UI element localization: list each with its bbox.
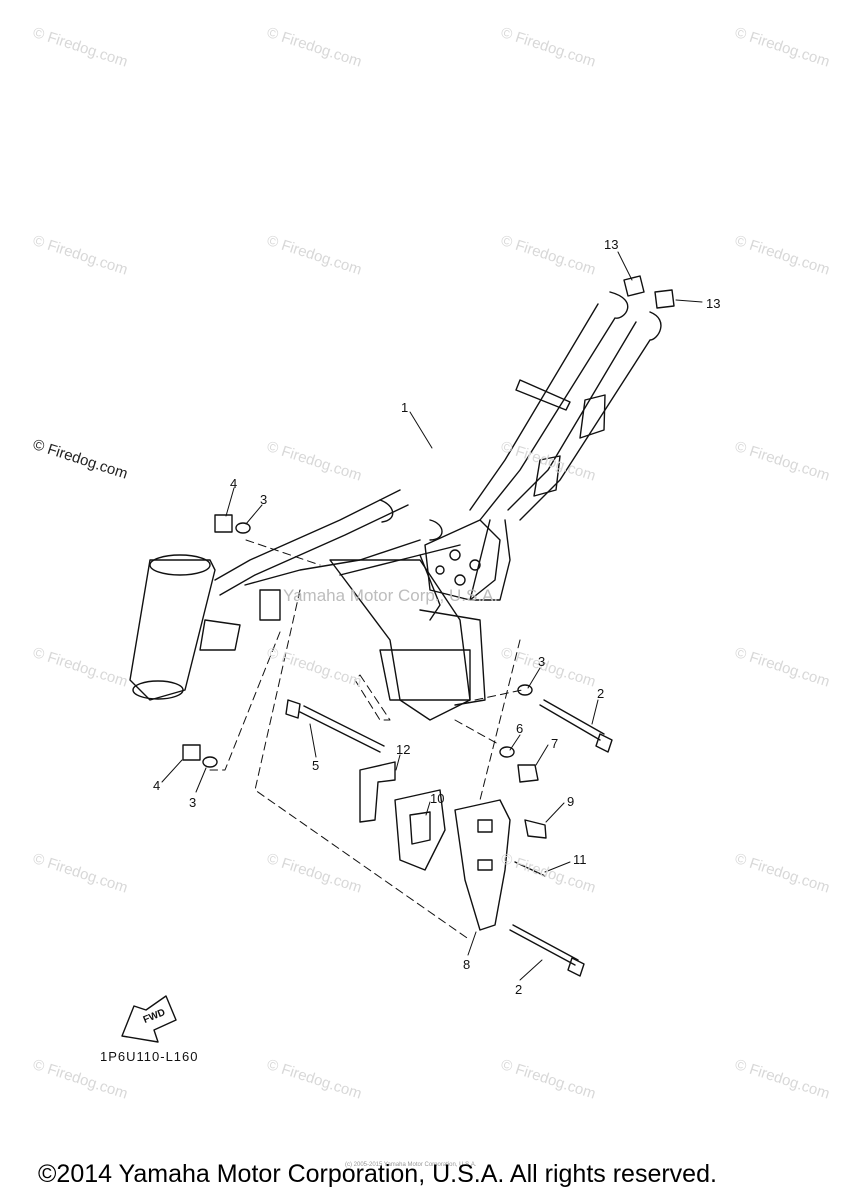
callout-13-top: 13 — [604, 237, 619, 252]
bracket-part-8 — [454, 799, 511, 931]
callout-7: 7 — [551, 736, 559, 751]
callout-11: 11 — [573, 852, 587, 867]
frame-cradle — [214, 489, 486, 721]
copyright-footer: ©2014 Yamaha Motor Corporation, U.S.A. A… — [38, 1160, 717, 1188]
engine-mount-plate — [424, 519, 501, 601]
tiny-footer-text: (c) 2005-2015 Yamaha Motor Corporation, … — [345, 1162, 477, 1168]
callout-2-top: 2 — [597, 686, 605, 701]
callout-10: 10 — [430, 791, 445, 806]
plate-part-10 — [394, 789, 446, 871]
callout-9: 9 — [567, 794, 575, 809]
callout-12: 12 — [396, 742, 411, 757]
rubber-part-12 — [359, 761, 396, 823]
steering-head — [129, 554, 281, 701]
callout-3-bottom: 3 — [189, 795, 197, 810]
callout-4-top: 4 — [230, 476, 238, 491]
leader-lines — [161, 251, 703, 981]
callout-1: 1 — [401, 400, 409, 415]
drawing-code: 1P6U110-L160 — [100, 1049, 199, 1064]
callout-3-right: 3 — [538, 654, 546, 669]
callout-3-top: 3 — [260, 492, 268, 507]
hardware-left — [182, 514, 251, 768]
assembly-lines — [209, 539, 523, 941]
bolt-part-5 — [285, 699, 385, 753]
callout-13-right: 13 — [706, 296, 721, 311]
callout-2-bottom: 2 — [515, 982, 523, 997]
watermark-center: Yamaha Motor Corp., U.S.A. — [283, 586, 499, 605]
callout-4-bottom: 4 — [153, 778, 161, 793]
caps-part-13 — [623, 275, 675, 309]
callout-8: 8 — [463, 957, 471, 972]
callout-5: 5 — [312, 758, 320, 773]
hardware-right — [499, 684, 613, 977]
frame-main-tubes — [469, 291, 662, 601]
fwd-arrow-icon — [121, 995, 177, 1043]
callout-6: 6 — [516, 721, 524, 736]
